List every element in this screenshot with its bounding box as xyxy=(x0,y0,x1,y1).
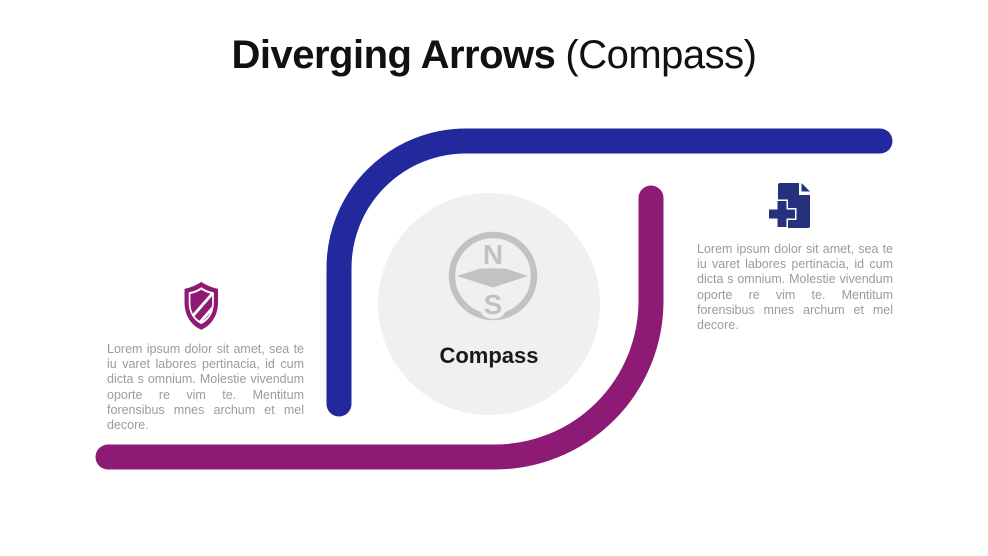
title-suffix: (Compass) xyxy=(565,33,757,77)
compass-south-label: S xyxy=(484,289,503,320)
center-circle xyxy=(378,193,600,415)
left-description: Lorem ipsum dolor sit amet, sea te iu va… xyxy=(107,342,304,433)
compass-needle xyxy=(457,264,528,288)
compass-icon: N S xyxy=(448,231,538,325)
compass-north-label: N xyxy=(483,239,503,270)
document-plus-glyph xyxy=(767,199,797,229)
title-main: Diverging Arrows xyxy=(231,33,556,77)
document-fold-corner xyxy=(801,183,810,192)
compass-ring xyxy=(448,231,538,321)
right-description: Lorem ipsum dolor sit amet, sea te iu va… xyxy=(697,242,893,333)
blue-arrow-curve xyxy=(326,128,893,417)
center-label: Compass xyxy=(439,343,539,368)
slide-title: Diverging Arrows(Compass) xyxy=(0,34,988,76)
document-add-icon xyxy=(767,183,810,229)
magenta-arrow-curve xyxy=(95,185,664,470)
shield-icon xyxy=(184,281,219,330)
